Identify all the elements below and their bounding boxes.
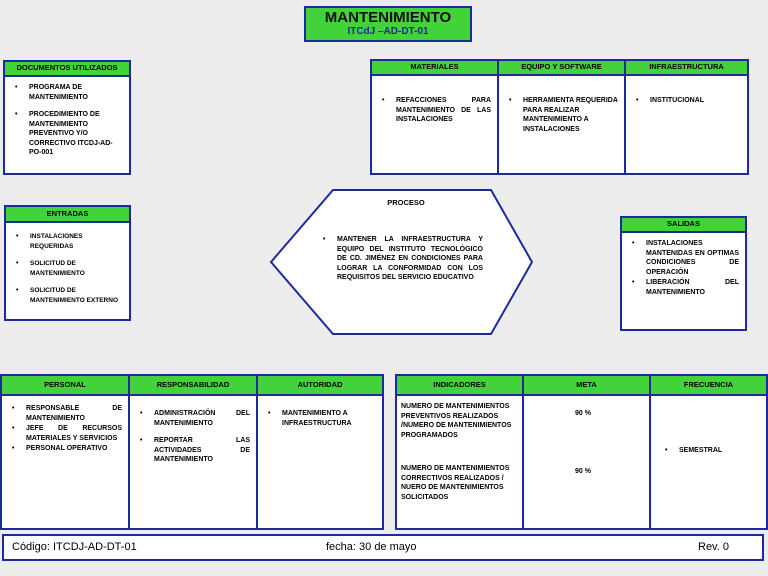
documentos-box: DOCUMENTOS UTILIZADOS PROGRAMA DE MANTEN… [3, 60, 131, 175]
list-item: LIBERACIÓN DEL MANTENIMIENTO [630, 278, 739, 297]
list-item: JEFE DE RECURSOS MATERIALES Y SERVICIOS [10, 424, 122, 443]
materiales-list: REFACCIONES PARA MANTENIMIENTO DE LAS IN… [372, 76, 497, 137]
responsabilidad-list: ADMINISTRACIÓN DEL MANTENIMIENTO REPORTA… [130, 396, 256, 477]
equipo-list: HERRAMIENTA REQUERIDA PARA REALIZAR MANT… [499, 76, 624, 146]
title-box: MANTENIMIENTO ITCdJ –AD-DT-01 [304, 6, 472, 42]
list-item: PERSONAL OPERATIVO [10, 444, 122, 454]
indicador-correctivos: NUMERO DE MANTENIMIENTOS CORRECTIVOS REA… [401, 465, 510, 501]
list-item: INSTALACIONES REQUERIDAS [14, 232, 123, 251]
meta-value-preventivos: 90 % [575, 410, 591, 417]
list-item: PROCEDIMIENTO DE MANTENIMIENTO PREVENTIV… [13, 110, 123, 158]
list-item: REFACCIONES PARA MANTENIMIENTO DE LAS IN… [380, 96, 491, 125]
documentos-list: PROGRAMA DE MANTENIMIENTO PROCEDIMIENTO … [5, 77, 129, 170]
responsabilidad-cell: RESPONSABILIDAD ADMINISTRACIÓN DEL MANTE… [130, 376, 258, 528]
footer-revision: Rev. 0 [698, 541, 729, 553]
meta-header: META [524, 376, 649, 396]
indicadores-cell: INDICADORES NUMERO DE MANTENIMIENTOS PRE… [397, 376, 524, 528]
footer-fecha: fecha: 30 de mayo [326, 541, 417, 553]
indicador-preventivos: NUMERO DE MANTENIMIENTOS PREVENTIVOS REA… [401, 403, 512, 439]
list-item: RESPONSABLE DE MANTENIMIENTO [10, 404, 122, 423]
list-item: REPORTAR LAS ACTIVIDADES DE MANTENIMIENT… [138, 436, 250, 465]
list-item: HERRAMIENTA REQUERIDA PARA REALIZAR MANT… [507, 96, 618, 134]
infraestructura-list: INSTITUCIONAL [626, 76, 747, 118]
proceso-header: PROCESO [387, 198, 425, 207]
equipo-cell: EQUIPO Y SOFTWARE HERRAMIENTA REQUERIDA … [499, 61, 626, 173]
materiales-cell: MATERIALES REFACCIONES PARA MANTENIMIENT… [372, 61, 499, 173]
meta-value-correctivos: 90 % [575, 468, 591, 475]
autoridad-cell: AUTORIDAD MANTENIMIENTO A INFRAESTRUCTUR… [258, 376, 382, 528]
personal-cell: PERSONAL RESPONSABLE DE MANTENIMIENTO JE… [2, 376, 130, 528]
salidas-list: INSTALACIONES MANTENIDAS EN OPTIMAS COND… [622, 233, 745, 302]
proceso-list: MANTENER LA INFRAESTRUCTURA Y EQUIPO DEL… [313, 229, 489, 287]
meta-cell: META 90 % 90 % [524, 376, 651, 528]
frecuencia-cell: FRECUENCIA SEMESTRAL [651, 376, 766, 528]
recursos-box: MATERIALES REFACCIONES PARA MANTENIMIENT… [370, 59, 749, 175]
personal-list: RESPONSABLE DE MANTENIMIENTO JEFE DE REC… [2, 396, 128, 459]
entradas-header: ENTRADAS [6, 207, 129, 223]
infraestructura-cell: INFRAESTRUCTURA INSTITUCIONAL [626, 61, 747, 173]
documentos-header: DOCUMENTOS UTILIZADOS [5, 62, 129, 77]
indicadores-header: INDICADORES [397, 376, 522, 396]
entradas-list: INSTALACIONES REQUERIDAS SOLICITUD DE MA… [6, 223, 129, 317]
materiales-header: MATERIALES [372, 61, 497, 76]
indicadores-box: INDICADORES NUMERO DE MANTENIMIENTOS PRE… [395, 374, 768, 530]
page-title: MANTENIMIENTO [324, 9, 452, 26]
infraestructura-header: INFRAESTRUCTURA [626, 61, 747, 76]
roles-box: PERSONAL RESPONSABLE DE MANTENIMIENTO JE… [0, 374, 384, 530]
list-item: ADMINISTRACIÓN DEL MANTENIMIENTO [138, 409, 250, 428]
personal-header: PERSONAL [2, 376, 128, 396]
list-item: PROGRAMA DE MANTENIMIENTO [13, 83, 123, 102]
salidas-box: SALIDAS INSTALACIONES MANTENIDAS EN OPTI… [620, 216, 747, 331]
footer-bar: Código: ITCDJ-AD-DT-01 fecha: 30 de mayo… [2, 534, 764, 561]
list-item: SOLICITUD DE MANTENIMIENTO EXTERNO [14, 286, 123, 305]
list-item: INSTITUCIONAL [634, 96, 741, 106]
salidas-header: SALIDAS [622, 218, 745, 233]
frecuencia-header: FRECUENCIA [651, 376, 766, 396]
footer-codigo: Código: ITCDJ-AD-DT-01 [12, 541, 137, 553]
autoridad-header: AUTORIDAD [258, 376, 382, 396]
list-item: SEMESTRAL [663, 446, 760, 456]
list-item: INSTALACIONES MANTENIDAS EN OPTIMAS COND… [630, 239, 739, 277]
list-item: MANTENER LA INFRAESTRUCTURA Y EQUIPO DEL… [321, 235, 483, 283]
entradas-box: ENTRADAS INSTALACIONES REQUERIDAS SOLICI… [4, 205, 131, 321]
document-code: ITCdJ –AD-DT-01 [347, 26, 429, 37]
responsabilidad-header: RESPONSABILIDAD [130, 376, 256, 396]
autoridad-list: MANTENIMIENTO A INFRAESTRUCTURA [258, 396, 382, 440]
equipo-header: EQUIPO Y SOFTWARE [499, 61, 624, 76]
list-item: MANTENIMIENTO A INFRAESTRUCTURA [266, 409, 376, 428]
list-item: SOLICITUD DE MANTENIMIENTO [14, 259, 123, 278]
frecuencia-list: SEMESTRAL [651, 396, 766, 468]
